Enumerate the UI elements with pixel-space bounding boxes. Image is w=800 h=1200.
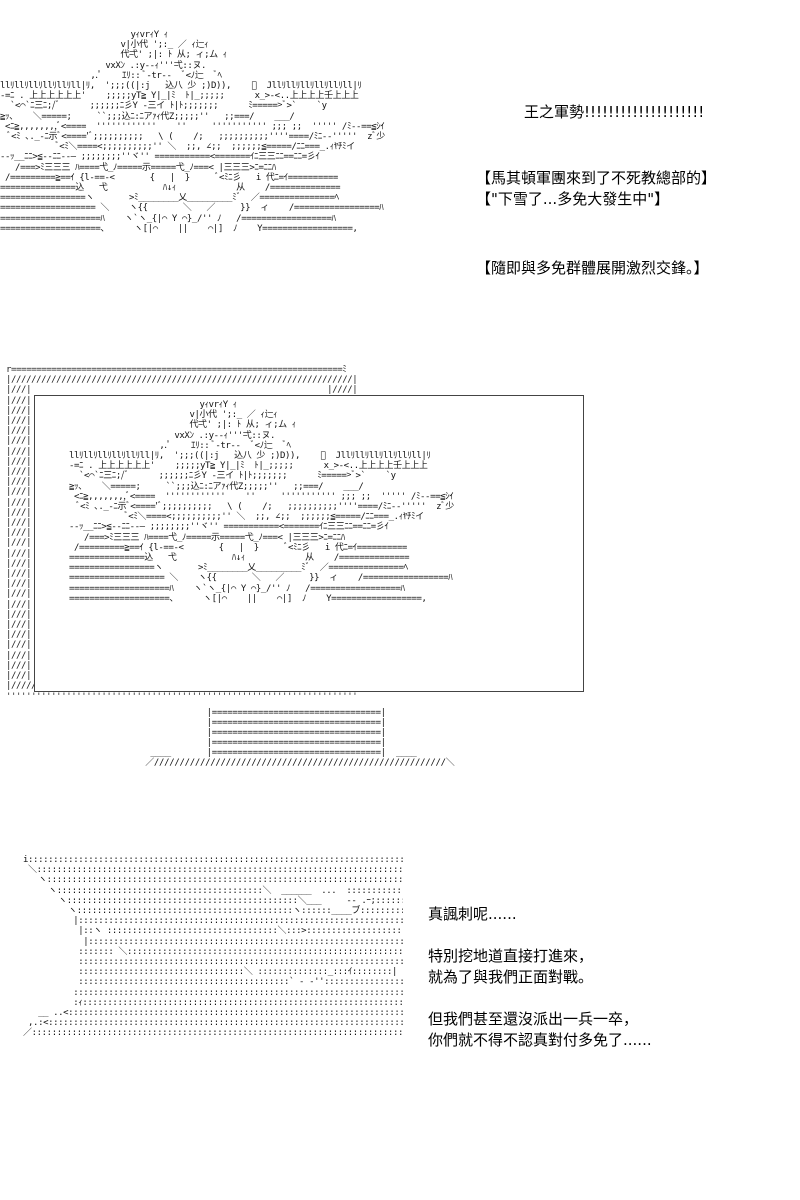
caption-arrival: 【馬其頓軍團來到了不死教總部的】 【"下雪了...多免大發生中"】 bbox=[476, 169, 717, 208]
monitor-frame: r=======================================… bbox=[6, 365, 614, 710]
monitor-screen: yｨvrｨY ｨ v|小代 ';:_ ／ ｨ辷ｨ 代弌' ;|: ﾄ 从; ィ;… bbox=[34, 395, 584, 692]
caption-dialogue: 真諷刺呢...... 特別挖地道直接打進來， 就為了與我們正面對戰。 但我們甚至… bbox=[428, 905, 652, 1049]
caption-clash: 【隨即與多免群體展開激烈交鋒。】 bbox=[476, 259, 709, 277]
army-ascii-art-top: yｨvrｨY ｨ v|小代 ';:_ ／ ｨ辷ｨ 代弌' ;|: ﾄ 从; ィ;… bbox=[0, 30, 385, 234]
army-ascii-art-on-screen: yｨvrｨY ｨ v|小代 ';:_ ／ ｨ辷ｨ 代弌' ;|: ﾄ 从; ィ;… bbox=[69, 400, 454, 604]
chalice-ascii-art: i:::::::::::::::::::::::::::::::::::::::… bbox=[23, 855, 403, 1039]
caption-kings-army: 王之軍勢!!!!!!!!!!!!!!!!!!!! bbox=[524, 103, 705, 121]
monitor-stand-art: |=================================| |===… bbox=[145, 708, 455, 768]
